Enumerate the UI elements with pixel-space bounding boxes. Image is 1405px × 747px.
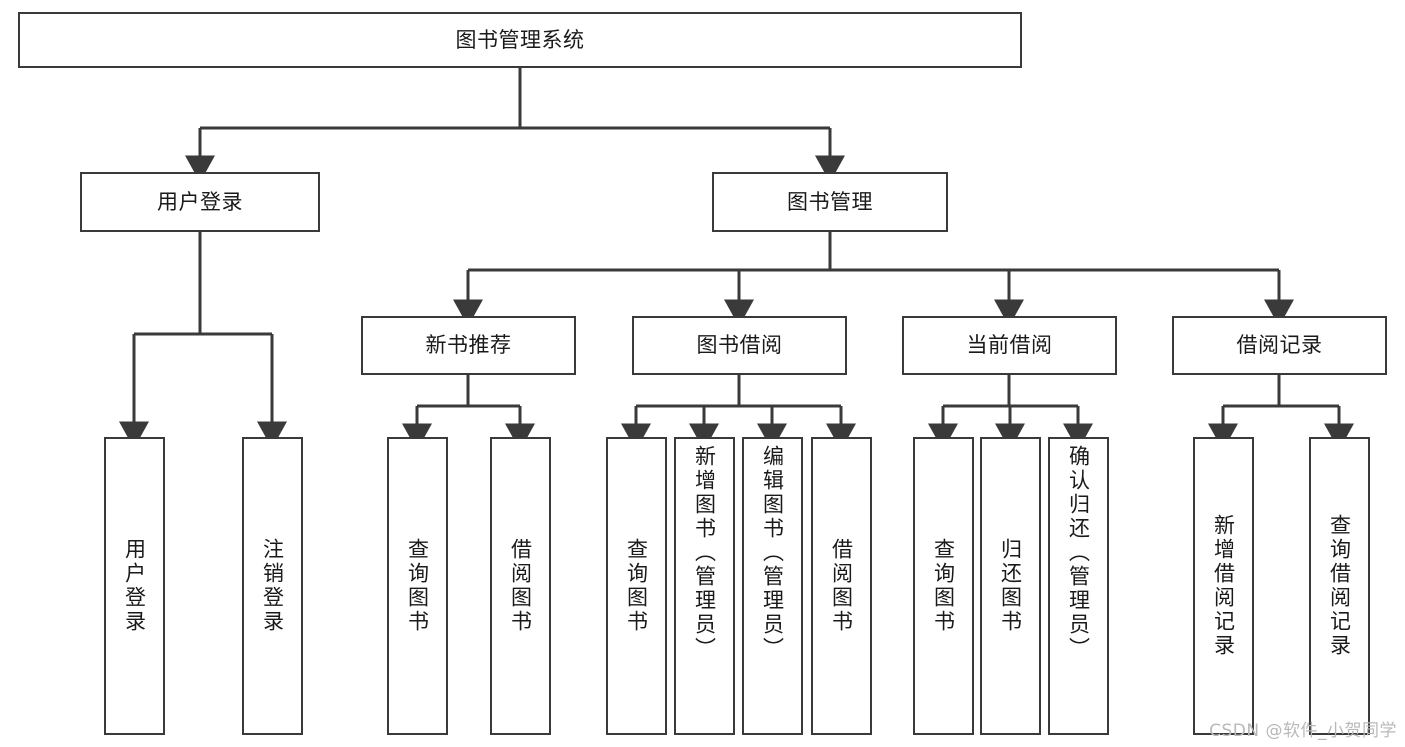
node-leaf-user-login[interactable]: 用户登录: [104, 437, 165, 735]
node-leaf-query-book-3-label: 查询图书: [931, 538, 956, 634]
node-leaf-logout-label: 注销登录: [260, 538, 285, 634]
node-leaf-borrow-book-2[interactable]: 借阅图书: [811, 437, 872, 735]
node-leaf-user-login-label: 用户登录: [122, 538, 147, 634]
node-leaf-query-record-label: 查询借阅记录: [1327, 514, 1352, 658]
node-user-login[interactable]: 用户登录: [80, 172, 320, 232]
node-leaf-query-book-1-label: 查询图书: [405, 538, 430, 634]
node-borrow-record-label: 借阅记录: [1236, 333, 1323, 358]
node-new-book-rec-label: 新书推荐: [425, 333, 512, 358]
node-leaf-query-record[interactable]: 查询借阅记录: [1309, 437, 1370, 735]
node-leaf-confirm-return-label: 确认归还（管理员）: [1066, 445, 1091, 661]
node-leaf-return-book[interactable]: 归还图书: [980, 437, 1041, 735]
node-leaf-add-record[interactable]: 新增借阅记录: [1193, 437, 1254, 735]
node-leaf-borrow-book-1-label: 借阅图书: [508, 538, 533, 634]
node-leaf-return-book-label: 归还图书: [998, 538, 1023, 634]
node-root[interactable]: 图书管理系统: [18, 12, 1022, 68]
node-leaf-edit-book-label: 编辑图书（管理员）: [760, 445, 785, 661]
node-leaf-add-record-label: 新增借阅记录: [1211, 514, 1236, 658]
node-current-borrow-label: 当前借阅: [966, 333, 1053, 358]
node-book-borrow-label: 图书借阅: [696, 333, 783, 358]
node-new-book-rec[interactable]: 新书推荐: [361, 316, 576, 375]
node-leaf-logout[interactable]: 注销登录: [242, 437, 303, 735]
node-current-borrow[interactable]: 当前借阅: [902, 316, 1117, 375]
node-book-manage[interactable]: 图书管理: [712, 172, 948, 232]
node-leaf-add-book[interactable]: 新增图书（管理员）: [674, 437, 735, 735]
node-leaf-add-book-label: 新增图书（管理员）: [692, 445, 717, 661]
node-leaf-query-book-3[interactable]: 查询图书: [913, 437, 974, 735]
node-user-login-label: 用户登录: [157, 189, 243, 214]
node-leaf-query-book-2[interactable]: 查询图书: [606, 437, 667, 735]
node-leaf-borrow-book-1[interactable]: 借阅图书: [490, 437, 551, 735]
node-borrow-record[interactable]: 借阅记录: [1172, 316, 1387, 375]
node-root-label: 图书管理系统: [455, 27, 585, 52]
node-book-borrow[interactable]: 图书借阅: [632, 316, 847, 375]
node-leaf-query-book-2-label: 查询图书: [624, 538, 649, 634]
node-leaf-edit-book[interactable]: 编辑图书（管理员）: [742, 437, 803, 735]
node-leaf-borrow-book-2-label: 借阅图书: [829, 538, 854, 634]
node-leaf-query-book-1[interactable]: 查询图书: [387, 437, 448, 735]
node-leaf-confirm-return[interactable]: 确认归还（管理员）: [1048, 437, 1109, 735]
node-book-manage-label: 图书管理: [787, 189, 873, 214]
